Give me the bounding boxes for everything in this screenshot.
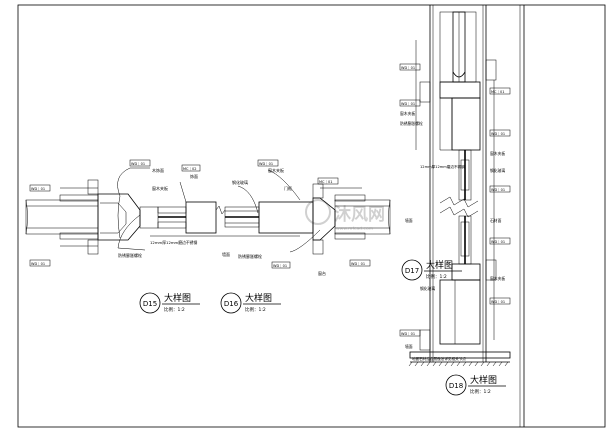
detail-id: D17 [405,267,419,275]
detail-bubble [445,374,467,396]
right-wall [334,194,391,240]
detail-id: D18 [449,382,463,390]
label-top-left-c: 饰面 [190,173,198,179]
detail-callout-d17: D17 大样图 比例：1:2 [401,259,462,281]
right-frame [258,183,336,255]
floor-label: 地面石材结合层做法详见相关节点 [412,356,466,361]
label-v10: 墙面 [405,344,413,349]
label-v6: 墙面 [405,218,413,223]
tag-v4: WD｜01 [491,131,505,136]
tags-v [399,63,511,337]
label-glass: 钢化玻璃 [232,179,248,185]
tag-mid-top2: MC｜02 [183,166,196,171]
detail-bubble [139,292,161,314]
detail-title: 大样图 [245,292,272,304]
detail-title: 大样图 [426,259,453,271]
label-frame-note: 12mm厚12mm磨边不锈钢 [150,240,197,245]
glass-break [215,205,260,228]
watermark-sub: www.mfcad.com [336,226,373,232]
tag-right-top2: MC｜01 [319,179,332,184]
leaders-h [117,167,321,253]
watermark-text: 沐风网 [334,205,385,225]
detail-id: D16 [224,300,239,308]
label-v1: 窗木夹板 [400,111,415,116]
left-frame [87,179,141,255]
label-v3: 窗木夹板 [490,151,505,156]
label-wall: 墙面 [222,251,230,257]
label-v8: 钢化玻璃 [420,286,435,291]
label-top-left-b: 窗木夹板 [152,185,168,191]
tag-right-bottom: WD｜01 [351,261,365,266]
tag-right-top: WD｜01 [259,161,273,166]
detail-bubble [220,292,242,314]
vertical-section: WD｜01 WD｜01 MC｜01 WD｜01 WD｜01 WD｜01 WD｜0… [399,5,511,367]
label-bottom-right: 防锈膨胀螺栓 [238,253,262,259]
label-v2: 防锈膨胀螺栓 [400,121,423,126]
detail-scale: 比例：1:2 [470,388,491,395]
label-top-left-a: 木饰面 [152,167,164,173]
tag-v2: WD｜01 [401,101,415,106]
detail-scale: 比例：1:2 [164,306,185,313]
tag-mid-bottom: WD｜01 [273,263,287,268]
tag-v7: WD｜01 [491,299,505,304]
sheet-frame [17,4,606,428]
detail-title: 大样图 [470,374,497,386]
detail-scale: 比例：1:2 [245,306,266,313]
tag-v1: WD｜01 [401,65,415,70]
floor-ticks [408,361,509,367]
tag-left-bottom: WD｜01 [31,261,45,266]
detail-title: 大样图 [164,292,191,304]
label-r-bottom2: 窗台 [318,270,326,276]
label-top-right-b: 门框 [284,185,292,191]
watermark: 沐风网 www.mfcad.com [305,199,385,232]
label-bottom-left: 防锈膨胀螺栓 [118,252,142,258]
tags-h [29,159,371,269]
label-top-mid: 窗木夹板 [268,167,284,173]
label-v4: 12mm厚12mm磨边不锈钢 [420,164,465,169]
tag-mid-top: WD｜01 [131,161,145,166]
dimensions-h [60,187,362,247]
label-v5: 钢化玻璃 [490,168,505,173]
tag-v5: WD｜01 [491,187,505,192]
tag-v8: WD｜01 [401,331,415,336]
detail-id: D15 [143,300,157,308]
label-v7: 石材面 [490,218,502,223]
tag-v3: MC｜01 [491,89,504,94]
detail-callout-d16: D16 大样图 比例：1:2 [220,292,281,314]
detail-callout-d18: D18 大样图 比例：1:2 [445,374,506,396]
left-wall [25,194,99,240]
label-v9: 窗木夹板 [490,276,505,281]
glass-left [139,201,217,234]
detail-bubble [401,259,423,281]
detail-callout-d15: D15 大样图 比例：1:2 [139,292,200,314]
horizontal-section: WD｜01 WD｜01 WD｜01 MC｜02 WD｜01 MC｜01 WD｜0… [25,159,391,276]
tag-left-top: WD｜01 [31,186,45,191]
detail-scale: 比例：1:2 [426,273,447,280]
tag-v6: WD｜01 [491,239,505,244]
